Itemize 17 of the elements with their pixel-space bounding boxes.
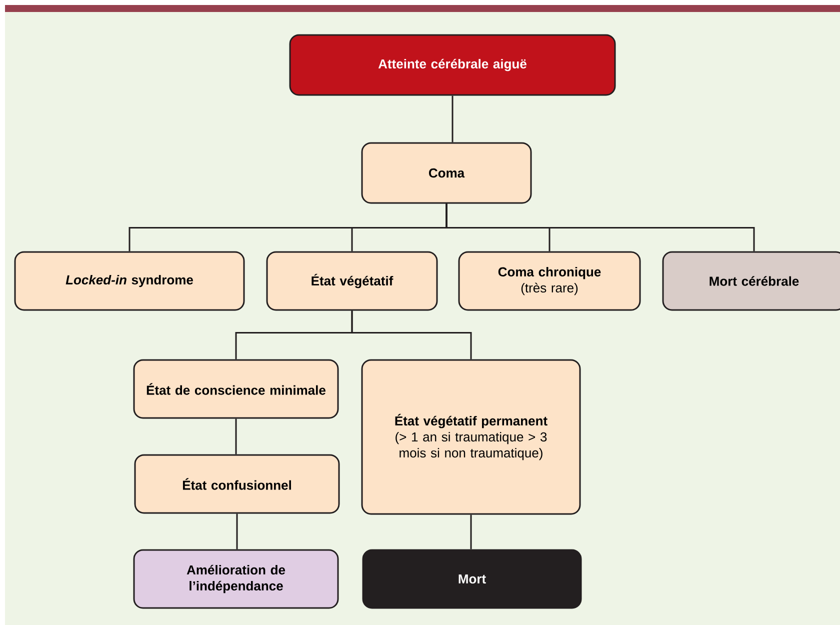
box: État de conscience minimale — [133, 359, 339, 419]
box: Amélioration de l’indépendance — [133, 549, 339, 609]
box: Locked-in syndrome — [14, 251, 245, 311]
connector — [446, 204, 755, 252]
box: État végétatif — [266, 251, 438, 311]
connector — [351, 310, 472, 360]
box: Mort — [362, 549, 582, 609]
connector — [470, 514, 472, 550]
box: État confusionnel — [134, 454, 340, 514]
box: Mort cérébrale — [662, 251, 840, 311]
box: Coma chronique (très rare) — [458, 251, 641, 311]
box: Coma — [361, 142, 532, 204]
connector — [236, 514, 238, 550]
connector — [235, 418, 237, 454]
box: État végétatif permanent (> 1 an si traumatique > 3 mois si non traumatique) — [361, 359, 581, 515]
connector — [452, 96, 454, 142]
box: Atteinte cérébrale aiguë — [289, 34, 616, 96]
